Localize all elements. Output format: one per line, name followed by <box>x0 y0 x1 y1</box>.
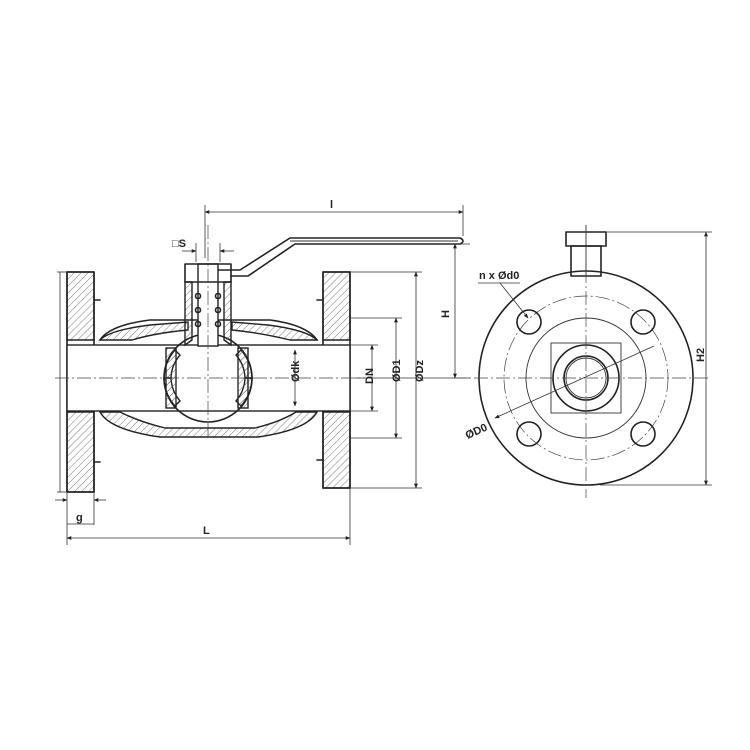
dim-l-label: l <box>330 199 333 211</box>
dim-h2-label: H2 <box>695 348 707 362</box>
dim-d1: ØD1 <box>350 317 403 439</box>
left-flange-lower <box>66 411 95 493</box>
dim-h: H <box>355 243 470 379</box>
dim-dn: DN <box>350 344 378 412</box>
dim-L-label: L <box>203 525 210 537</box>
front-view: n x Ød0 ØD0 H2 <box>452 225 712 498</box>
left-flange <box>66 271 95 341</box>
dim-dk: Ødk <box>290 349 302 407</box>
valve-body-upper <box>98 321 189 341</box>
dim-h2: H2 <box>600 231 712 486</box>
bolt-holes <box>516 309 656 447</box>
dim-s-label: □S <box>172 238 186 250</box>
dim-dz-label: ØDz <box>414 360 426 383</box>
dim-d1-label: ØD1 <box>391 359 403 382</box>
dim-g: g <box>55 492 106 525</box>
stem-packing <box>194 292 222 328</box>
dim-s: □S <box>172 238 234 262</box>
dim-n-d0-label: n x Ød0 <box>479 270 519 282</box>
dim-dk-label: Ødk <box>290 360 302 382</box>
valve-body-lower <box>98 411 319 438</box>
right-flange-lower <box>322 411 351 489</box>
dim-g-label: g <box>76 512 83 524</box>
right-flange <box>322 271 351 341</box>
lever-handle <box>217 237 464 277</box>
dim-l: l <box>204 199 464 258</box>
stem-neck <box>184 281 193 347</box>
dim-d0-label: ØD0 <box>464 422 490 442</box>
dim-dn-label: DN <box>364 368 376 384</box>
side-section-view: l □S H Ødk DN <box>55 199 470 545</box>
dim-L: L <box>66 488 351 545</box>
dim-dz: ØDz <box>350 271 426 489</box>
dim-h-label: H <box>440 310 452 318</box>
dim-n-d0: n x Ød0 <box>478 270 529 319</box>
